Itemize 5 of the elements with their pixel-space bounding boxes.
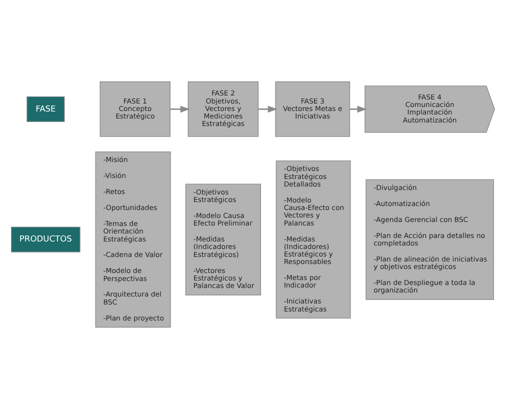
arrow xyxy=(258,105,278,112)
arrow xyxy=(350,105,367,112)
arrow xyxy=(170,105,190,112)
node-box: PRODUCTOS xyxy=(11,226,80,252)
node-box: FASE xyxy=(26,96,65,122)
